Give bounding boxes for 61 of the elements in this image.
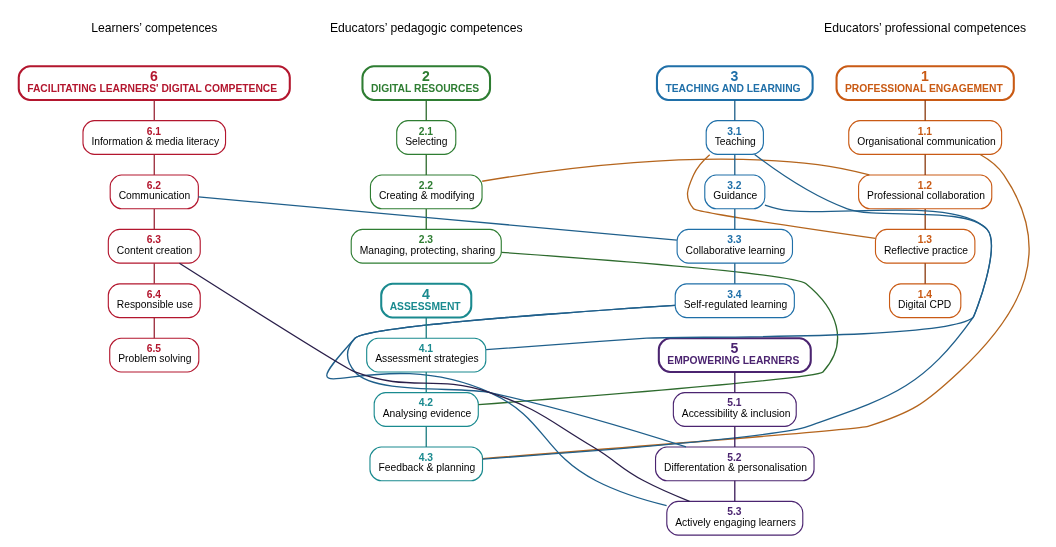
connector: [425, 153, 427, 176]
connector: [924, 262, 926, 285]
node-box: 1.4 Digital CPD: [888, 283, 962, 319]
connector: [734, 425, 736, 448]
node-box: 1.3 Reflective practice: [874, 228, 976, 264]
connector: [425, 99, 427, 122]
connector: [924, 99, 926, 122]
connector: [734, 99, 736, 122]
connector: [153, 317, 155, 339]
connector: [425, 208, 427, 231]
connector: [481, 158, 871, 182]
connector: [425, 317, 427, 339]
connector: [734, 208, 736, 231]
node-box: 4 ASSESSMENT: [380, 282, 473, 319]
node-box: 3.2 Guidance: [704, 174, 766, 210]
node-box: 2 DIGITAL RESOURCES: [361, 65, 492, 102]
node-box: 3 TEACHING AND LEARNING: [655, 65, 814, 102]
connector: [153, 208, 155, 231]
connector: [477, 251, 839, 406]
node-box: 5.2 Differentation & personalisation: [655, 446, 815, 482]
node-box: 6 FACILITATING LEARNERS' DIGITAL COMPETENCE: [17, 65, 291, 102]
connector: [425, 425, 427, 448]
node-box: 3.1 Teaching: [705, 120, 764, 155]
node-box: 4.2 Analysing evidence: [373, 392, 479, 427]
node-box: 1 PROFESSIONAL ENGAGEMENT: [835, 65, 1015, 102]
connector: [178, 262, 691, 502]
connector: [924, 153, 926, 176]
node-box: 5.3 Actively engaging learners: [666, 500, 804, 536]
node-box: 3.3 Collaborative learning: [676, 228, 794, 264]
node-box: 3.4 Self-regulated learning: [674, 283, 795, 319]
connector: [734, 153, 736, 176]
connector: [326, 304, 676, 507]
node-box: 1.1 Organisational communication: [848, 120, 1003, 155]
node-box: 6.2 Communication: [109, 174, 199, 210]
connector: [153, 262, 155, 285]
connector: [481, 153, 1030, 460]
label: Educators’ pedagogic competences: [329, 20, 523, 35]
connector: [425, 371, 427, 394]
node-box: 6.1 Information & media literacy: [82, 120, 227, 155]
node-box: 1.2 Professional collaboration: [858, 174, 993, 210]
connector: [734, 371, 736, 394]
connector: [197, 196, 678, 241]
connector: [481, 204, 992, 460]
node-box: 4.3 Feedback & planning: [369, 446, 484, 482]
node-box: 2.1 Selecting: [396, 120, 457, 155]
connector: [153, 153, 155, 176]
node-box: 4.1 Assessment strategies: [366, 337, 487, 373]
connector: [734, 262, 736, 285]
node-box: 6.4 Responsible use: [107, 283, 201, 319]
node-box: 6.5 Problem solving: [109, 337, 200, 373]
connector: [734, 480, 736, 503]
label: Educators’ professional competences: [824, 20, 1027, 35]
connector: [924, 208, 926, 231]
label: Learners’ competences: [91, 20, 218, 35]
node-box: 6.3 Content creation: [107, 228, 201, 264]
connector: [686, 154, 877, 239]
connector: [153, 99, 155, 122]
node-box: 5 EMPOWERING LEARNERS: [657, 337, 812, 373]
node-box: 5.1 Accessibility & inclusion: [672, 392, 797, 427]
node-box: 2.2 Creating & modifying: [369, 174, 483, 210]
node-box: 2.3 Managing, protecting, sharing: [350, 228, 502, 264]
